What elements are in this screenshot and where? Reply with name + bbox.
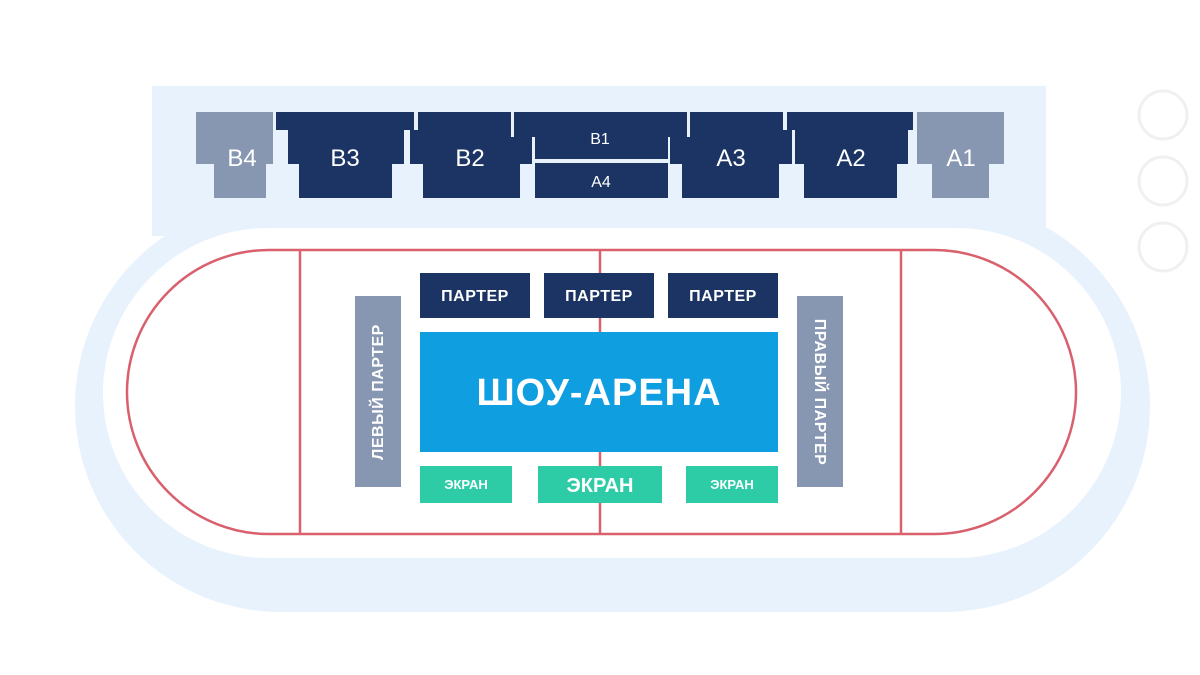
parterre-left-side-label: ЛЕВЫЙ ПАРТЕР — [368, 324, 387, 460]
edge-decoration — [1137, 89, 1189, 273]
sector-a4-label: A4 — [591, 174, 611, 191]
sector-a3[interactable]: A3 — [670, 112, 792, 198]
sector-b1[interactable]: B1 — [514, 112, 687, 159]
parterre-top-left[interactable]: ПАРТЕР — [420, 273, 530, 318]
parterre-top-center[interactable]: ПАРТЕР — [544, 273, 654, 318]
parterre-top-center-label: ПАРТЕР — [565, 288, 633, 305]
parterre-top-left-label: ПАРТЕР — [441, 288, 509, 305]
parterre-right-side[interactable]: ПРАВЫЙ ПАРТЕР — [797, 296, 843, 487]
sector-b4-label: B4 — [227, 145, 256, 172]
sector-a1-label: A1 — [946, 145, 975, 172]
screen-left[interactable]: ЭКРАН — [420, 466, 512, 503]
parterre-right-side-label: ПРАВЫЙ ПАРТЕР — [811, 319, 830, 466]
parterre-top-right[interactable]: ПАРТЕР — [668, 273, 778, 318]
show-arena[interactable]: ШОУ-АРЕНА — [420, 332, 778, 452]
sector-b2-label: B2 — [455, 145, 484, 172]
screen-center-label: ЭКРАН — [567, 475, 634, 497]
sector-b4[interactable]: B4 — [196, 112, 273, 198]
show-arena-label: ШОУ-АРЕНА — [476, 372, 721, 414]
track-outline — [125, 248, 1078, 536]
parterre-left-side[interactable]: ЛЕВЫЙ ПАРТЕР — [355, 296, 401, 487]
sector-b1-label: B1 — [590, 131, 610, 148]
screen-center[interactable]: ЭКРАН — [538, 466, 662, 503]
sector-b2[interactable]: B2 — [410, 112, 532, 198]
screen-right[interactable]: ЭКРАН — [686, 466, 778, 503]
sector-a1[interactable]: A1 — [917, 112, 1004, 198]
sector-b3[interactable]: B3 — [276, 112, 414, 198]
sector-a2-label: A2 — [836, 145, 865, 172]
sector-a2[interactable]: A2 — [787, 112, 913, 198]
sector-a4[interactable]: A4 — [535, 163, 668, 198]
sector-a3-label: A3 — [716, 145, 745, 172]
screen-left-label: ЭКРАН — [444, 477, 488, 492]
sector-b3-label: B3 — [330, 145, 359, 172]
parterre-top-right-label: ПАРТЕР — [689, 288, 757, 305]
screen-right-label: ЭКРАН — [710, 477, 754, 492]
